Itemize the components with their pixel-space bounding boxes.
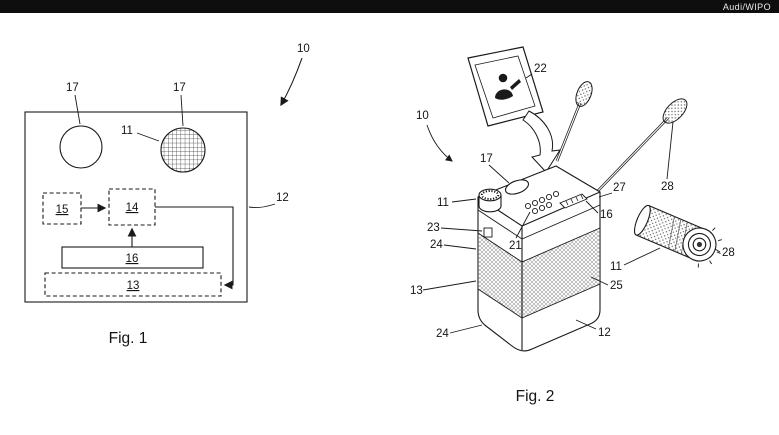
fig2-ref-13: 13 xyxy=(410,285,423,297)
fig1-circle-17-left xyxy=(59,125,103,169)
fig2-ref-11-roll: 11 xyxy=(610,261,622,273)
fig1-ref-11: 11 xyxy=(121,125,133,137)
lid-panel xyxy=(467,46,544,127)
leader-11-roll xyxy=(623,247,661,266)
body-texture-left xyxy=(478,233,522,318)
leader-12 xyxy=(575,319,597,330)
fig2-ref-21: 21 xyxy=(509,240,522,252)
body-texture-right xyxy=(522,228,600,318)
fig1-circle-11-grid xyxy=(160,127,206,173)
leader-21 xyxy=(515,211,531,239)
fig2-ref-25: 25 xyxy=(610,280,623,292)
roll-left-end xyxy=(633,204,651,236)
leader-27 xyxy=(598,192,613,198)
fig2-device xyxy=(477,165,601,352)
device-rim-line xyxy=(477,204,601,240)
top-oval-opening xyxy=(504,179,530,195)
fig2-ref-24-top: 24 xyxy=(430,239,443,251)
fig2-caption: Fig. 2 xyxy=(516,388,555,405)
swab-head xyxy=(662,98,688,124)
fig1-ref-15: 15 xyxy=(56,204,69,216)
device-seam-upper xyxy=(477,227,601,263)
fig1-caption: Fig. 1 xyxy=(109,330,148,347)
leader-17-right xyxy=(180,94,184,127)
leader-24-bottom xyxy=(449,324,483,334)
leader-12 xyxy=(248,203,276,209)
fig2-ref-27: 27 xyxy=(613,182,626,194)
leader-16 xyxy=(585,200,599,214)
roll-body-lines xyxy=(635,205,705,259)
leader-28-b xyxy=(714,248,721,253)
leader-24-top xyxy=(443,244,477,250)
roll-core xyxy=(696,241,703,248)
leader-25 xyxy=(590,276,609,286)
lid-close-arrow xyxy=(522,110,561,173)
leader-28-a xyxy=(666,121,674,180)
watermark-text: Audi/WIPO xyxy=(722,1,771,12)
fig1-pointer-10 xyxy=(280,57,303,107)
fig1-ref-10: 10 xyxy=(297,43,310,55)
fig2-ref-12: 12 xyxy=(598,327,611,339)
fig1-box-14 xyxy=(108,188,156,226)
fig2-leader-lines xyxy=(422,73,721,334)
leader-13 xyxy=(422,280,477,291)
scent-swabs xyxy=(555,81,688,198)
leader-22 xyxy=(525,73,533,79)
swab-head xyxy=(575,81,593,107)
fig1-connector-14-to-13 xyxy=(155,206,234,290)
fig2-ref-16: 16 xyxy=(600,209,613,221)
fig1-box-13 xyxy=(44,272,222,297)
leader-17-left xyxy=(74,94,81,125)
leader-17 xyxy=(488,164,510,184)
fig2-ref-24-bottom: 24 xyxy=(436,328,449,340)
person-icon xyxy=(495,73,521,100)
fig2-ref-11-knob: 11 xyxy=(437,197,449,209)
scent-roll xyxy=(633,204,723,268)
device-clasp xyxy=(483,227,493,238)
fig1-ref-13: 13 xyxy=(127,280,140,292)
fig2-ref-28-a: 28 xyxy=(661,181,674,193)
fig2-lid xyxy=(467,46,544,127)
display-slot xyxy=(559,193,588,209)
fig1-ref-17-left: 17 xyxy=(66,82,79,94)
fig2-ref-10: 10 xyxy=(416,110,429,122)
leader-23 xyxy=(440,227,483,232)
fig2-ref-17: 17 xyxy=(480,153,493,165)
fig1-ref-17-right: 17 xyxy=(173,82,186,94)
fig2-ref-28-b: 28 xyxy=(722,247,735,259)
fig2-ref-23: 23 xyxy=(427,222,440,234)
volume-knob xyxy=(478,188,502,213)
device-seam-lower xyxy=(477,283,601,319)
fig1-leader-lines xyxy=(74,94,276,209)
sparkle-ticks xyxy=(697,227,723,268)
button-row xyxy=(524,190,560,215)
leader-11-knob xyxy=(451,198,477,203)
fig1-ref-12: 12 xyxy=(276,192,289,204)
figure-1: 10 17 17 11 12 15 14 16 13 Fig. 1 xyxy=(24,43,310,347)
fig1-ref-16: 16 xyxy=(126,253,139,265)
figure-2: 10 22 17 11 23 24 21 13 24 12 25 16 27 2… xyxy=(410,46,735,405)
fig1-ref-14: 14 xyxy=(126,202,139,214)
watermark-bar: Audi/WIPO xyxy=(0,0,779,13)
fig2-ref-22: 22 xyxy=(534,63,547,75)
leader-11 xyxy=(136,132,160,142)
pointer-10 xyxy=(426,124,453,162)
lid-inner-frame xyxy=(474,55,536,119)
